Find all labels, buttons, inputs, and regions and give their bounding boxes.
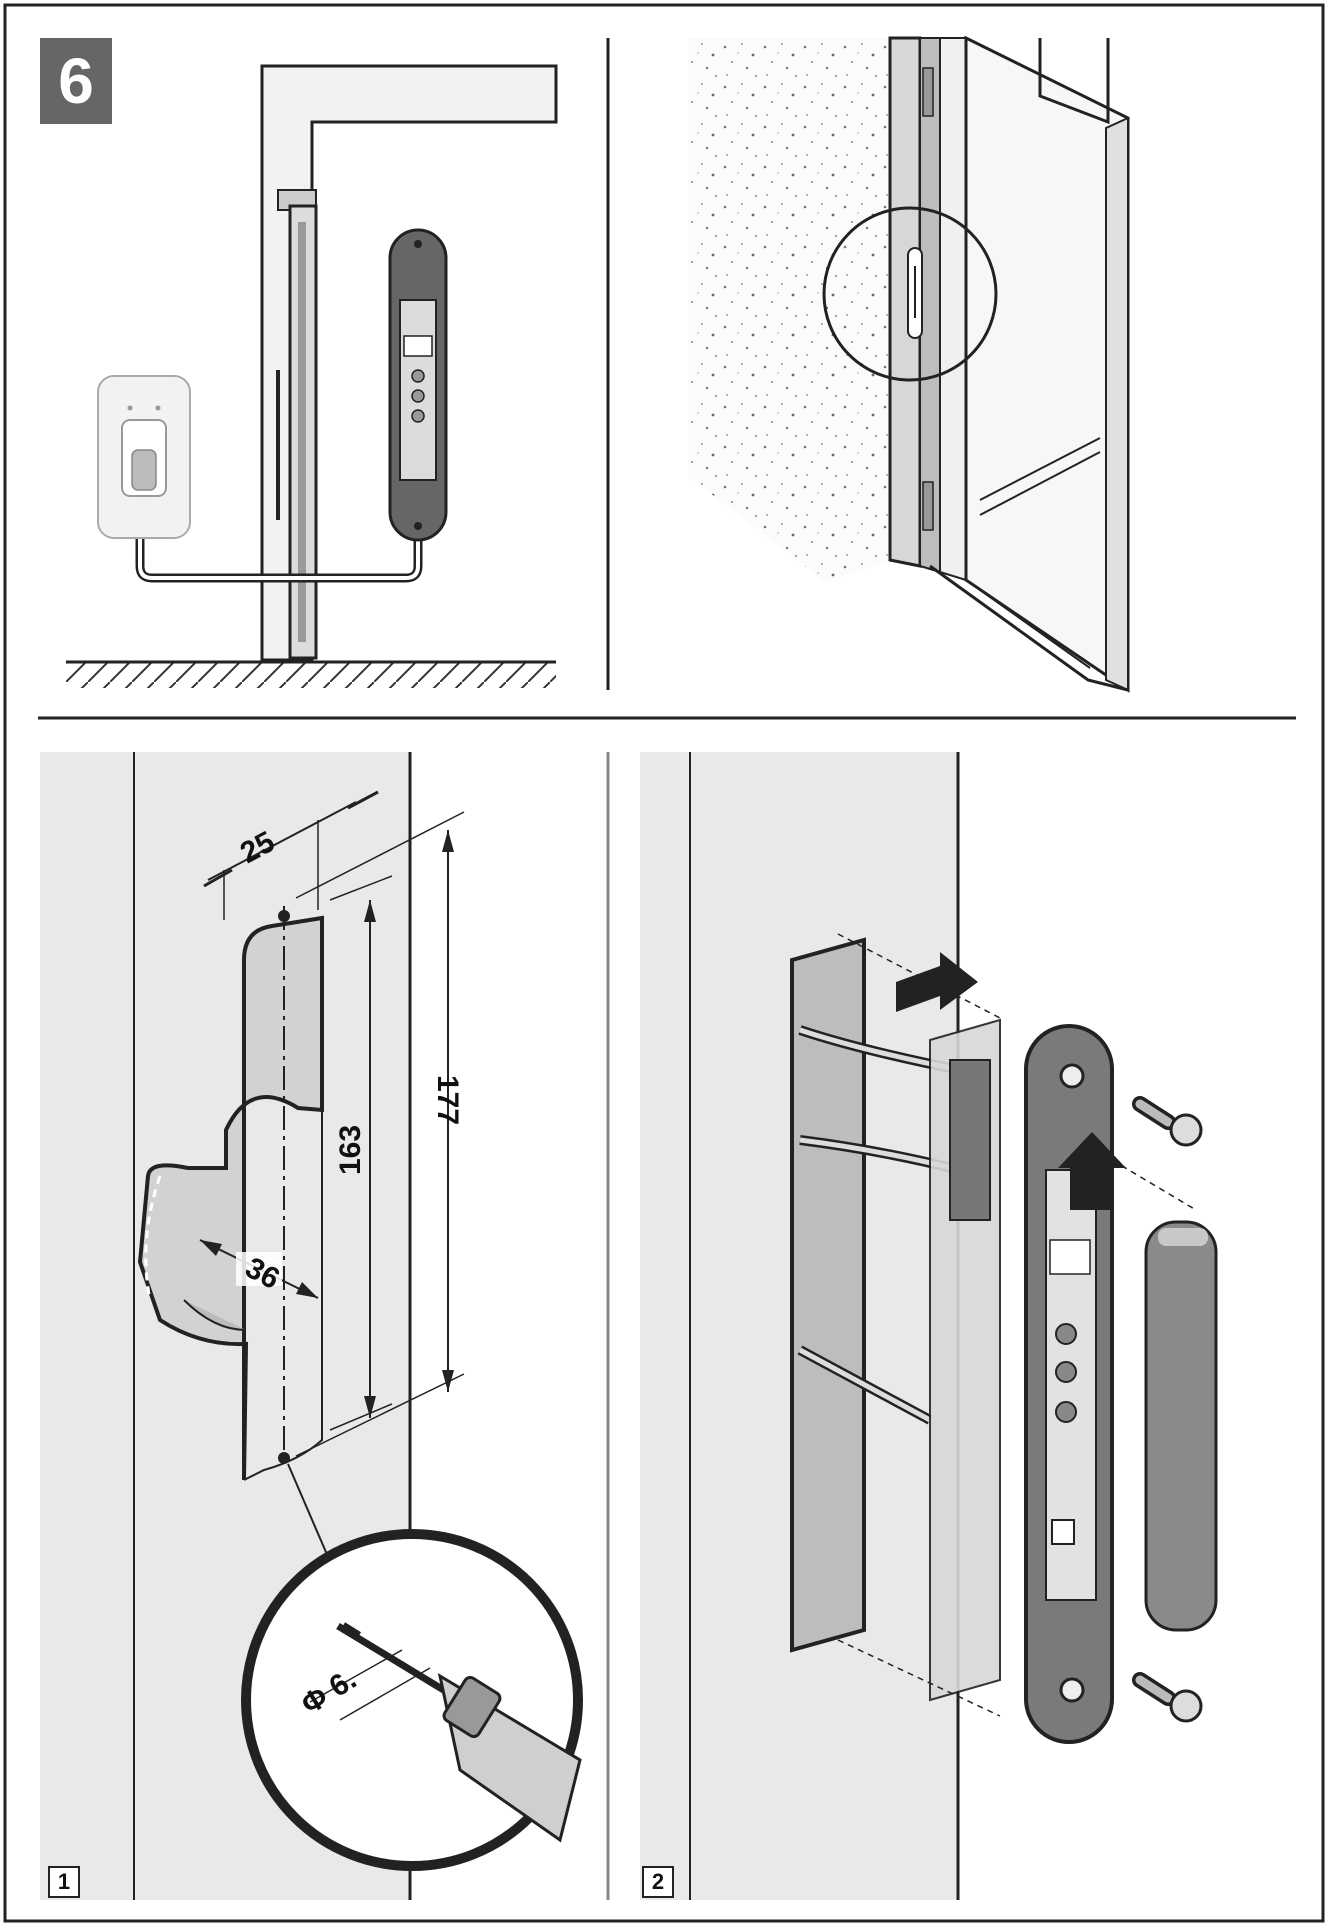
frame-jamb	[939, 37, 967, 582]
insert-arrow	[896, 952, 978, 1012]
push-arrow	[1058, 1132, 1126, 1210]
highlight-circle	[822, 206, 998, 382]
connection-cable	[138, 538, 420, 580]
screw-top	[1132, 1096, 1203, 1147]
terminal-blocks	[949, 1059, 991, 1221]
wall-plaster	[688, 38, 890, 582]
mount-pocket	[790, 937, 866, 1653]
panel-overview	[66, 64, 558, 688]
dim-inner-height-label: 163	[334, 1125, 367, 1175]
sub-step-1-label: 1	[48, 1866, 80, 1898]
routed-pocket	[137, 915, 324, 1481]
screw-bottom	[1132, 1672, 1203, 1723]
floor-hatch	[66, 662, 556, 688]
panel-routing: 25 163 177 36 Φ 6.	[40, 752, 583, 1900]
door-perspective	[964, 35, 1130, 693]
panel-mounting	[640, 752, 1218, 1900]
sub-step-2-label: 2	[642, 1866, 674, 1898]
step-number-badge: 6	[40, 38, 112, 124]
panel-perspective	[688, 35, 1130, 693]
cover-plate	[1144, 1220, 1218, 1632]
dim-outer-height-label: 177	[431, 1075, 464, 1125]
page-border	[3, 3, 1325, 1923]
